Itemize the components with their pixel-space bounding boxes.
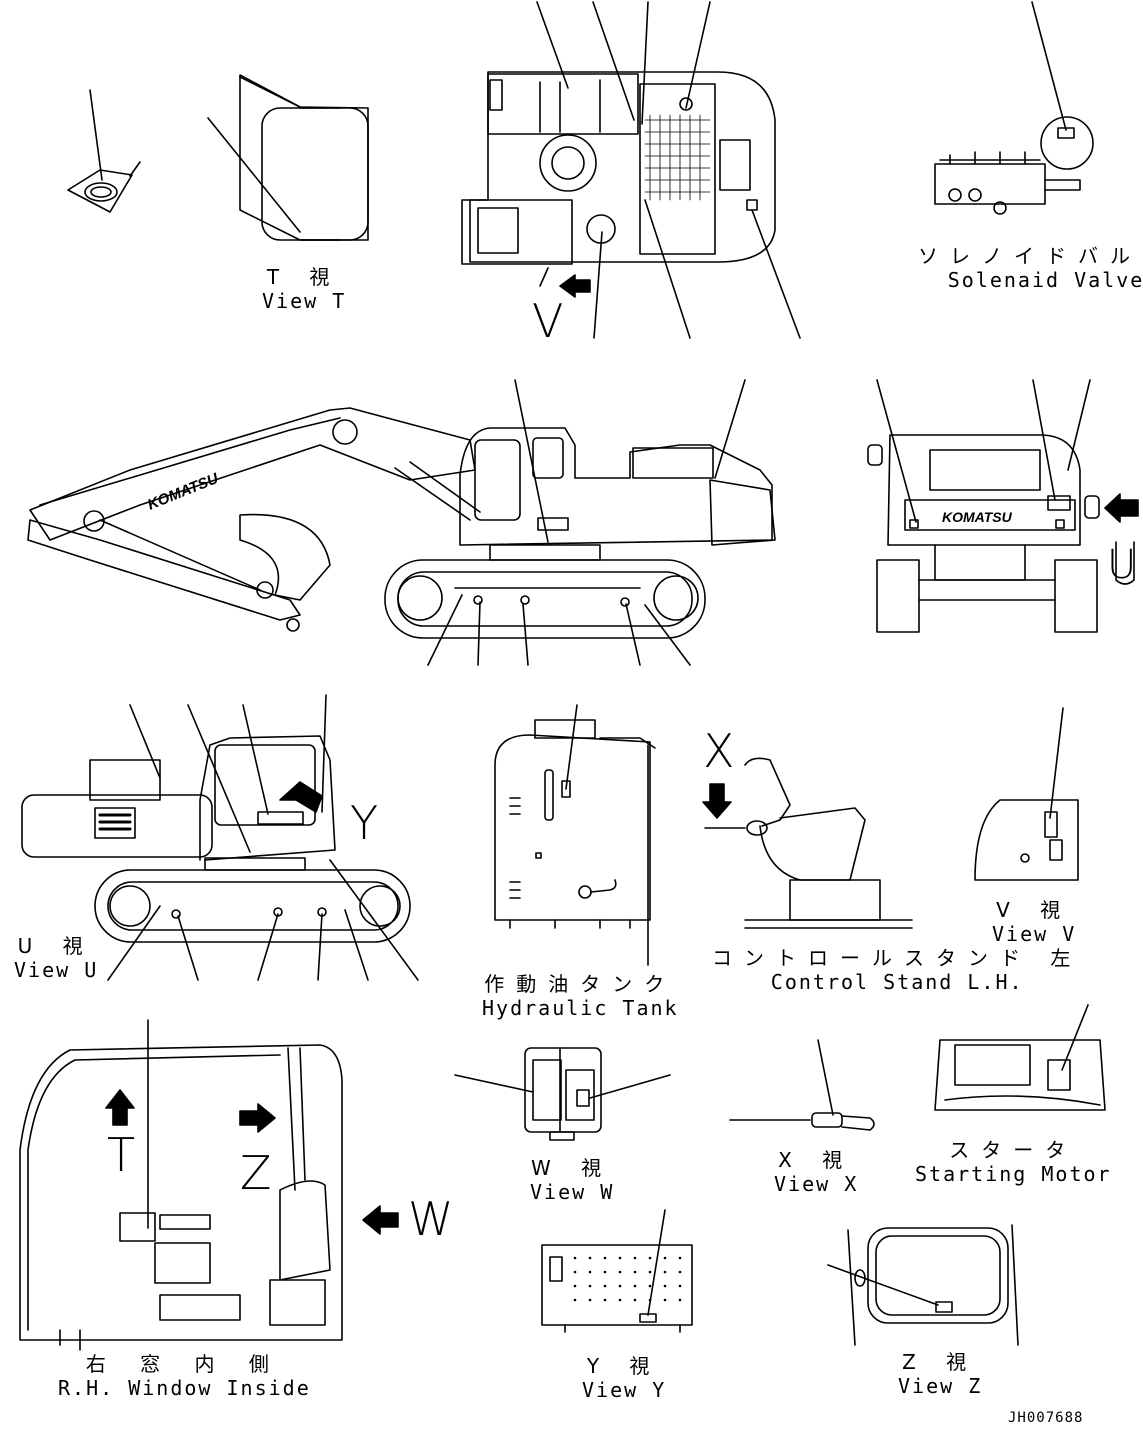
view-letter-v: V [532, 294, 564, 348]
label-view-x: X 視 View X [774, 1148, 859, 1196]
view-w-drawing [454, 1047, 671, 1141]
small-label-detail [67, 89, 141, 213]
label-rh-window-inside: 右 窓 内 側 R.H. Window Inside [58, 1352, 311, 1400]
view-letter-x: X [703, 724, 735, 778]
excavator-side-view [27, 379, 776, 666]
view-y-drawing [541, 1209, 693, 1333]
brand-mark-rear: KOMATSU [942, 509, 1013, 525]
label-starting-motor: スタータ Starting Motor [915, 1138, 1112, 1186]
view-letter-z: Z [240, 1146, 272, 1200]
label-view-w: W 視 View W [530, 1156, 615, 1204]
machine-top-view [461, 1, 801, 339]
view-letter-u: U [1107, 542, 1137, 588]
control-stand-drawing [702, 757, 913, 929]
label-hydraulic-tank: 作動油タンク Hydraulic Tank [482, 972, 679, 1020]
view-x-drawing [729, 1039, 875, 1131]
view-t-drawing [207, 74, 369, 241]
label-view-z: Z 視 View Z [898, 1350, 983, 1398]
rh-window-drawing [19, 1019, 399, 1351]
view-letter-w: W [408, 1192, 454, 1246]
view-z-drawing [827, 1224, 1019, 1346]
label-view-u: U 視 View U [14, 934, 99, 982]
label-control-stand: コントロールスタンド 左 Control Stand L.H. [712, 946, 1083, 994]
starting-motor-drawing [934, 1004, 1106, 1111]
rear-view-machine [867, 379, 1139, 633]
label-view-t: T 視 View T [262, 265, 347, 313]
solenoid-valve-drawing [934, 1, 1094, 215]
drawing-code: JH007688 [1008, 1410, 1084, 1426]
view-letter-y: Y [350, 796, 379, 850]
leader-line [89, 89, 103, 181]
view-letter-t: T [107, 1128, 136, 1182]
label-solenoid-valve: ソレノイドバルブ Solenaid Valve [918, 244, 1143, 292]
grid-area [644, 114, 711, 201]
brand-mark-side: KOMATSU [145, 470, 222, 514]
view-v-drawing [974, 707, 1079, 881]
excavator-side-view-u [21, 694, 419, 981]
label-view-v: V 視 View V [992, 898, 1077, 946]
hydraulic-tank-drawing [494, 704, 656, 966]
label-view-y: Y 視 View Y [582, 1354, 667, 1402]
